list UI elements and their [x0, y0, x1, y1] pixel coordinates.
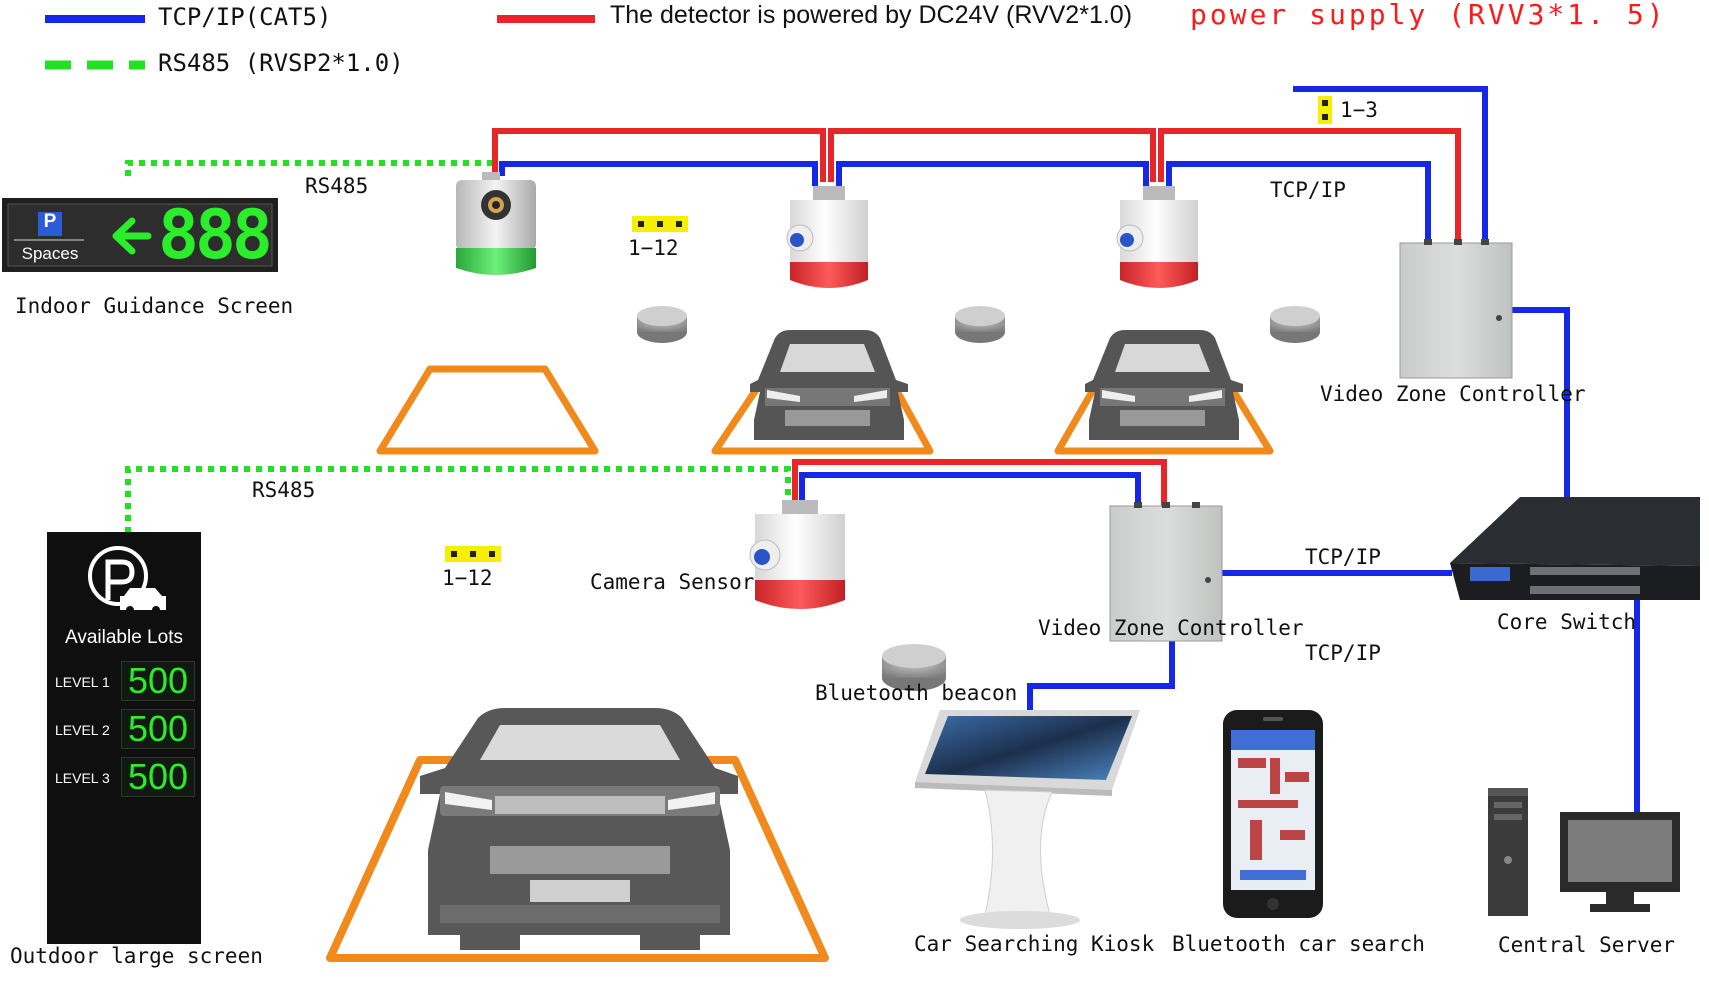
tcp-wire-3: [1166, 161, 1431, 245]
outdoor-screen-label: Outdoor large screen: [10, 944, 263, 968]
indoor-p-letter: P: [43, 211, 57, 232]
bluetooth-beacon-label: Bluetooth beacon: [815, 681, 1018, 705]
camera-sensor-red-icon: [749, 500, 845, 609]
video-zone-controller-2-icon: [1109, 502, 1223, 642]
core-switch-icon: [1450, 497, 1700, 600]
range-marker: [1318, 96, 1332, 124]
bluetooth-beacon-icon: [955, 306, 1005, 343]
rs485-mid-label: RS485: [252, 478, 316, 502]
bluetooth-beacon-icon: [637, 306, 687, 343]
tcp-wire-2: [836, 161, 1149, 186]
camera-sensor-green-icon: [456, 172, 536, 275]
tcp-low-label: TCP/IP: [1305, 641, 1381, 665]
outdoor-level-row: LEVEL 2 500: [52, 709, 198, 758]
indoor-screen-label: Indoor Guidance Screen: [15, 294, 294, 318]
central-server-icon: [1488, 788, 1680, 916]
outdoor-level-name: LEVEL 3: [55, 770, 110, 786]
power-wire-3: [1158, 128, 1461, 245]
video-zone-controller-2-label: Video Zone Controller: [1038, 616, 1304, 640]
legend-rs485-label: RS485 (RVSP2*1.0): [158, 49, 404, 77]
tcp-mid-label: TCP/IP: [1305, 545, 1381, 569]
range-marker: [632, 216, 688, 232]
outdoor-level-row: LEVEL 1 500: [52, 661, 198, 710]
phone-icon: [1223, 710, 1323, 918]
car-icon: [750, 330, 908, 440]
rs485-mid-wire: [125, 466, 791, 532]
range-1-12-label-a: 1−12: [628, 236, 679, 260]
outdoor-level-name: LEVEL 2: [55, 722, 110, 738]
camera-sensor-red-icon: [786, 186, 868, 288]
indoor-guidance-screen: [2, 198, 278, 272]
legend-power-label: The detector is powered by DC24V (RVV2*1…: [610, 1, 1133, 29]
range-marker: [445, 546, 501, 562]
bluetooth-beacon-icon: [882, 644, 946, 691]
outdoor-level-value: 500: [121, 709, 195, 749]
power-wire-mid: [792, 459, 1167, 508]
range-1-12-label-b: 1−12: [442, 566, 493, 590]
central-server-label: Central Server: [1498, 933, 1676, 957]
bluetooth-beacon-icon: [1270, 306, 1320, 343]
outdoor-level-row: LEVEL 3 500: [52, 757, 198, 806]
camera-sensor-label: Camera Sensor: [590, 570, 755, 594]
power-wire-1: [492, 128, 826, 182]
arrow-left-icon: [112, 217, 152, 255]
car-icon: [1085, 330, 1243, 440]
camera-sensor-red-icon: [1116, 186, 1198, 288]
controller2-kiosk-wire: [1027, 640, 1175, 712]
car-search-kiosk-icon: [915, 710, 1140, 929]
indoor-spaces-label: Spaces: [21, 244, 79, 263]
kiosk-label: Car Searching Kiosk: [914, 932, 1155, 956]
video-zone-controller-1-label: Video Zone Controller: [1320, 382, 1586, 406]
tcp-top-label: TCP/IP: [1270, 178, 1346, 202]
tcp-uplink-wire: [1293, 86, 1488, 245]
rs485-top-label: RS485: [305, 174, 369, 198]
outdoor-available-label: Available Lots: [65, 627, 183, 648]
bluetooth-car-search-label: Bluetooth car search: [1172, 932, 1425, 956]
rs485-top-wire: [125, 160, 493, 182]
core-switch-label: Core Switch: [1497, 610, 1637, 634]
power-wire-2: [828, 128, 1156, 182]
outdoor-level-value: 500: [121, 757, 195, 797]
car-icon: [120, 588, 166, 610]
legend-power-supply-label: power supply (RVV3*1. 5): [1190, 0, 1667, 31]
controller1-switch-wire: [1510, 307, 1570, 502]
video-zone-controller-1-icon: [1399, 239, 1513, 379]
tcp-wire-mid: [799, 472, 1141, 508]
car-icon-large: [420, 708, 738, 950]
range-1-3-label: 1−3: [1340, 98, 1378, 122]
tcp-wire-1: [499, 161, 818, 186]
outdoor-level-name: LEVEL 1: [55, 674, 110, 690]
legend-tcp-label: TCP/IP(CAT5): [158, 3, 332, 31]
parking-slot-empty: [376, 365, 599, 455]
indoor-count-display: 888: [158, 196, 273, 275]
outdoor-levels-list: LEVEL 1 500 LEVEL 2 500 LEVEL 3 500: [52, 661, 198, 806]
parking-sign-icon: [88, 546, 148, 606]
outdoor-level-value: 500: [121, 661, 195, 701]
